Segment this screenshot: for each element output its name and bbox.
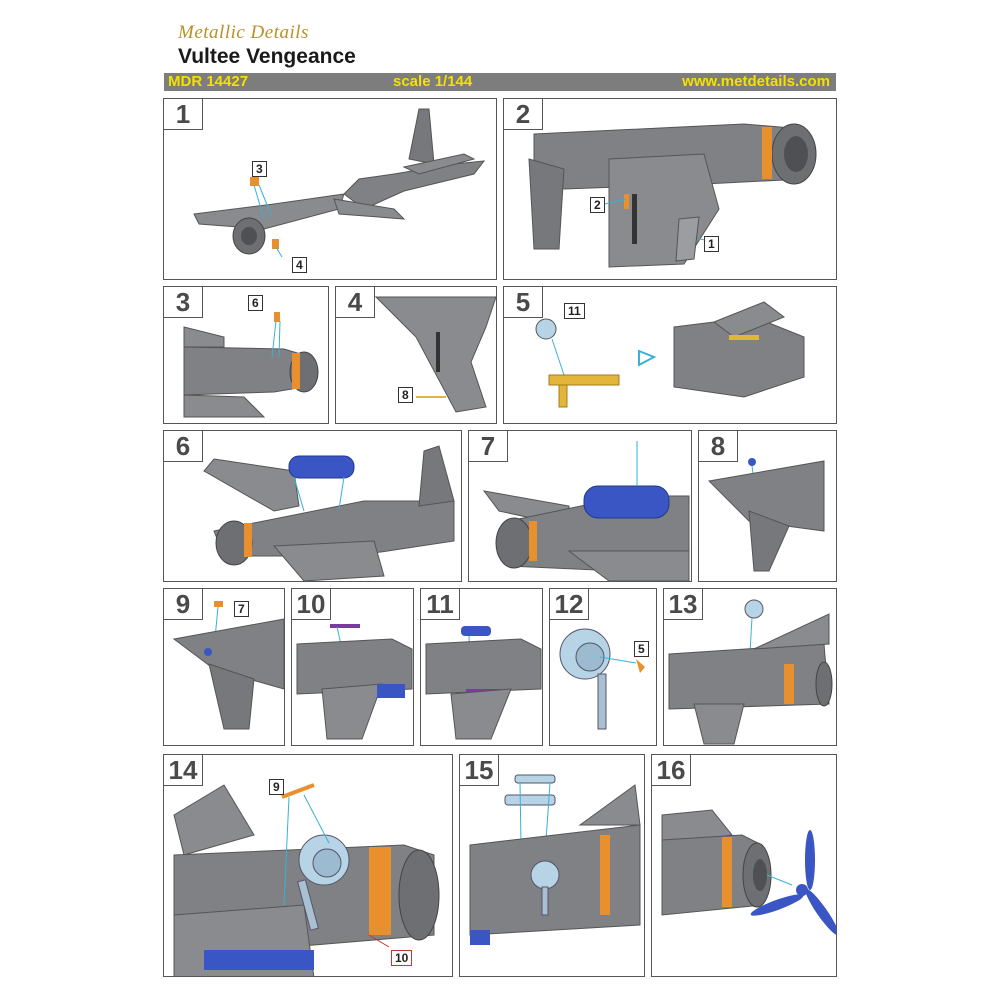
part-label: 6 (248, 295, 263, 311)
aircraft-illustration (528, 123, 817, 268)
step-number: 8 (699, 431, 738, 462)
part-label: 1 (704, 236, 719, 252)
step-panel-16: 16 (651, 754, 837, 977)
step-panel-7: 7 (468, 430, 692, 582)
step-number: 13 (664, 589, 703, 620)
step-number: 16 (652, 755, 691, 786)
brand-logo: Metallic Details (178, 22, 309, 43)
aircraft-illustration (193, 108, 486, 258)
aircraft-illustration (374, 296, 496, 413)
step-number: 7 (469, 431, 508, 462)
aircraft-illustration (482, 441, 690, 581)
aircraft-illustration (296, 624, 413, 740)
product-code: MDR 14427 (168, 73, 249, 90)
step-panel-15: 15 (459, 754, 645, 977)
step-number: 5 (504, 287, 543, 318)
step-panel-9: 9 7 (163, 588, 285, 746)
step-number: 9 (164, 589, 203, 620)
part-label: 11 (564, 303, 585, 319)
website-link[interactable]: www.metdetails.com (682, 73, 830, 90)
step-panel-14: 14 9 10 (163, 754, 453, 977)
part-label: 2 (590, 197, 605, 213)
aircraft-illustration (535, 301, 805, 408)
part-label: 4 (292, 257, 307, 273)
step-number: 6 (164, 431, 203, 462)
part-label: 10 (391, 950, 413, 966)
part-label: 9 (269, 779, 284, 795)
aircraft-illustration (172, 601, 284, 730)
aircraft-illustration (183, 312, 319, 418)
document-title: Vultee Vengeance (178, 45, 356, 68)
aircraft-illustration (173, 783, 440, 976)
step-panel-1: 1 3 4 (163, 98, 497, 280)
scale-label: scale 1/144 (393, 73, 473, 90)
part-label: 3 (252, 161, 267, 177)
aircraft-illustration (469, 774, 641, 945)
aircraft-illustration (668, 599, 833, 745)
step-number: 10 (292, 589, 331, 620)
step-panel-3: 3 6 (163, 286, 329, 424)
step-panel-5: 5 11 (503, 286, 837, 424)
aircraft-illustration (203, 445, 455, 581)
step-number: 1 (164, 99, 203, 130)
step-panel-4: 4 8 (335, 286, 497, 424)
step-panel-13: 13 (663, 588, 837, 746)
aircraft-illustration (707, 458, 825, 572)
step-panel-6: 6 (163, 430, 462, 582)
aircraft-illustration (661, 809, 836, 936)
step-number: 14 (164, 755, 203, 786)
info-bar: MDR 14427 scale 1/144 www.metdetails.com (164, 73, 836, 91)
step-panel-10: 10 (291, 588, 414, 746)
part-label: 5 (634, 641, 649, 657)
step-number: 12 (550, 589, 589, 620)
aircraft-illustration (425, 626, 542, 740)
part-label: 7 (234, 601, 249, 617)
step-number: 3 (164, 287, 203, 318)
step-number: 4 (336, 287, 375, 318)
step-panel-8: 8 (698, 430, 837, 582)
aircraft-illustration (559, 628, 645, 730)
step-panel-12: 12 5 (549, 588, 657, 746)
step-panel-2: 2 2 1 (503, 98, 837, 280)
step-number: 2 (504, 99, 543, 130)
step-number: 11 (421, 589, 460, 620)
part-label: 8 (398, 387, 413, 403)
step-number: 15 (460, 755, 499, 786)
step-panel-11: 11 (420, 588, 543, 746)
